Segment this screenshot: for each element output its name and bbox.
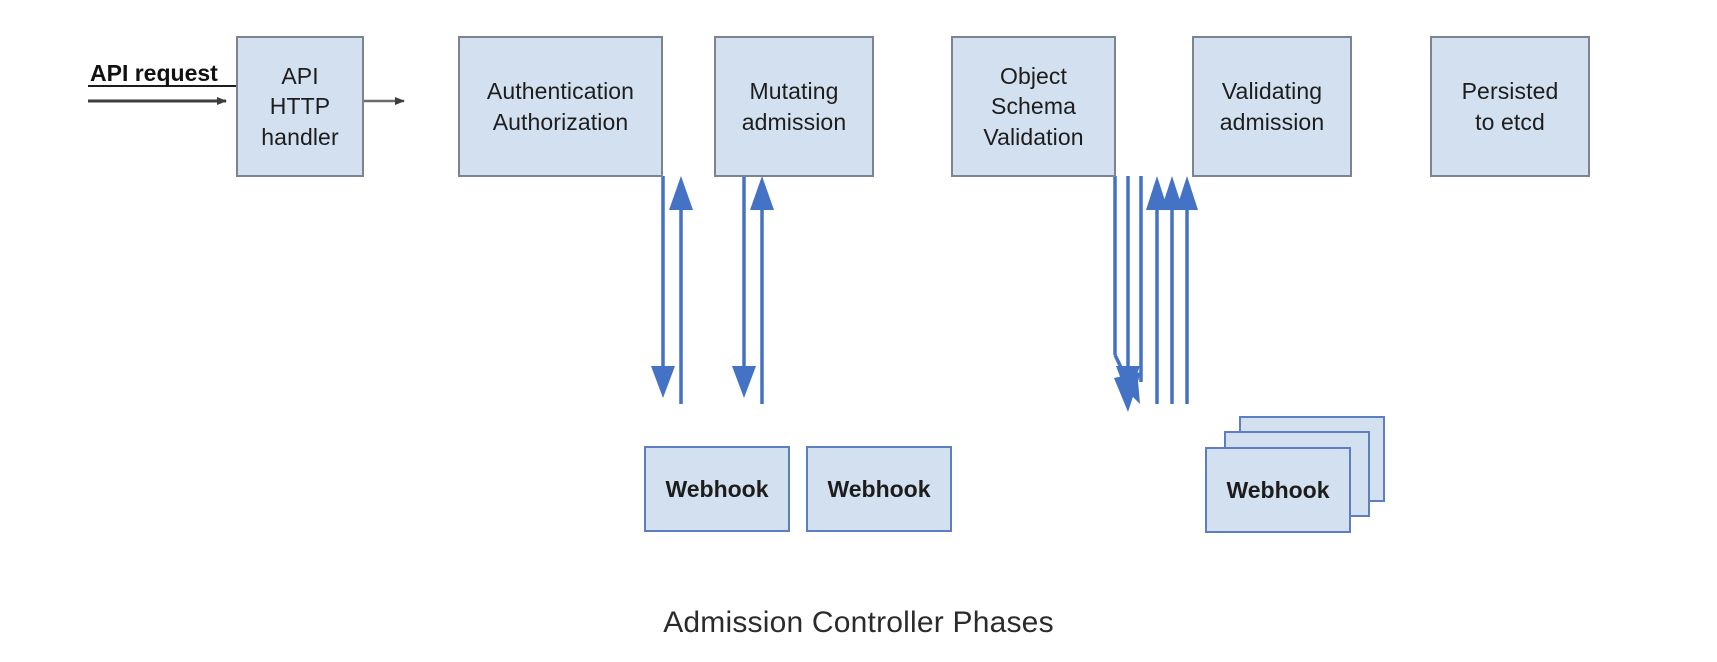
node-persisted-to-etcd[interactable]: Persisted to etcd [1430,36,1590,177]
diagram-caption: Admission Controller Phases [663,606,1054,639]
mutating-webhook-1-request-arrow [651,176,675,398]
node-validating-admission[interactable]: Validating admission [1192,36,1352,177]
webhook-box-mutating-1[interactable]: Webhook [644,446,790,532]
webhook-box-mutating-2[interactable]: Webhook [806,446,952,532]
mutating-webhook-1-response-arrow [669,176,693,404]
mutating-webhook-2-response-arrow [750,176,774,404]
validating-webhook-request-arrows [1113,176,1143,412]
node-mutating-admission[interactable]: Mutating admission [714,36,874,177]
node-api-http-handler[interactable]: API HTTP handler [236,36,364,177]
validating-webhook-response-arrows [1146,176,1198,404]
node-object-schema-validation[interactable]: Object Schema Validation [951,36,1116,177]
node-authentication-authorization[interactable]: Authentication Authorization [458,36,663,177]
webhook-box-validating-front[interactable]: Webhook [1205,447,1351,533]
api-request-label: API request [90,60,218,86]
mutating-webhook-2-request-arrow [732,176,756,398]
